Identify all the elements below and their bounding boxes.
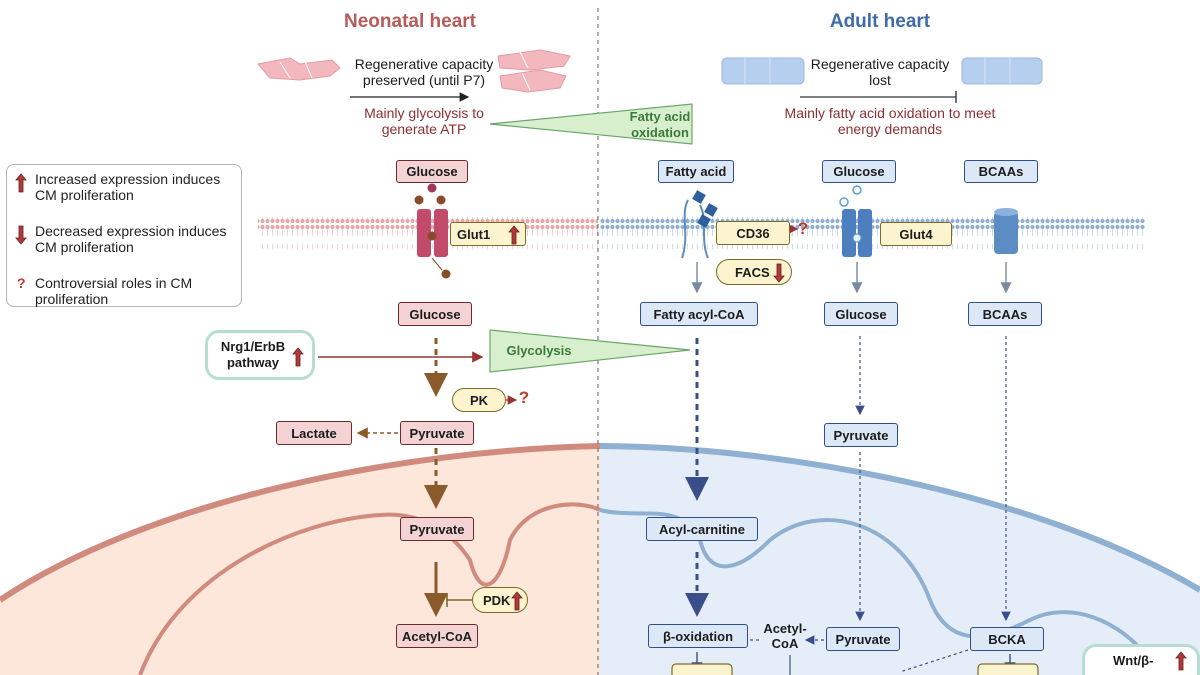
cd36-node: CD36 (716, 221, 790, 245)
glycolysis-label: Glycolysis (506, 343, 572, 358)
question-mark-icon: ? (17, 275, 26, 291)
legend-box: Increased expression induces CM prolifer… (6, 164, 242, 307)
up-arrow-icon (1175, 651, 1187, 671)
adult-capacity-text: Regenerative capacity lost (810, 56, 950, 88)
legend-increased-text: Increased expression induces CM prolifer… (35, 171, 221, 203)
lactate-node: Lactate (276, 421, 352, 445)
glut4-transporter (839, 185, 872, 257)
glucose-intracellular-right: Glucose (824, 302, 898, 326)
bcaa-transporter (994, 208, 1018, 254)
fatty-acid-node: Fatty acid (658, 160, 734, 183)
beta-oxidation-node: β-oxidation (648, 624, 748, 648)
glycolysis-wedge (489, 329, 691, 373)
bcaas-intracellular: BCAAs (968, 302, 1042, 326)
adult-cardiomyocyte-right (961, 57, 1043, 85)
neonatal-outer-membrane (0, 443, 601, 603)
cd36-question-mark: ? (797, 219, 809, 238)
glucose-extracellular-right: Glucose (822, 160, 896, 183)
legend-decreased-text: Decreased expression induces CM prolifer… (35, 223, 227, 255)
pdk-node: PDK (472, 587, 528, 613)
neonatal-cardiomyocytes-right (497, 49, 571, 93)
neonatal-capacity-text: Regenerative capacity preserved (until P… (354, 56, 494, 88)
up-arrow-icon (292, 347, 304, 367)
up-arrow-icon (15, 173, 27, 193)
glut1-transporter (414, 183, 451, 279)
glut4-node: Glut4 (880, 222, 952, 246)
neonatal-metabolism-text: Mainly glycolysis to generate ATP (364, 105, 484, 137)
adult-metabolism-text: Mainly fatty acid oxidation to meet ener… (784, 105, 996, 137)
neonatal-mitochondrion-fill (0, 446, 600, 675)
wnt-text: Wnt/β- (1113, 653, 1154, 668)
pyruvate-cytosol-right: Pyruvate (824, 423, 898, 447)
pdk-text: PDK (483, 592, 511, 608)
adult-heart-title: Adult heart (829, 11, 931, 32)
up-arrow-icon (511, 591, 523, 611)
nrg1-text: Nrg1/ErbB pathway (220, 339, 286, 370)
facs-text: FACS (735, 264, 770, 280)
glut1-label: Glut1 (450, 222, 526, 246)
acyl-carnitine-node: Acyl-carnitine (646, 517, 758, 541)
fatty-acyl-coa-node: Fatty acyl-CoA (640, 302, 758, 326)
pyruvate-mito-left: Pyruvate (400, 517, 474, 541)
adult-mitochondrion-fill (600, 446, 1200, 675)
neonatal-inner-membrane (138, 502, 601, 675)
bottom-partial-node-right (977, 663, 1039, 675)
facs-node: FACS (716, 259, 792, 285)
up-arrow-icon (508, 225, 520, 245)
glucose-extracellular-left: Glucose (396, 160, 468, 183)
bcaas-extracellular: BCAAs (964, 160, 1038, 183)
fatty-acid-oxidation-label: Fatty acid oxidation (629, 109, 691, 140)
wnt-beta-catenin-partial: Wnt/β- (1082, 644, 1200, 675)
pyruvate-mito-right: Pyruvate (826, 627, 900, 651)
acetyl-coa-left: Acetyl-CoA (396, 624, 478, 648)
down-arrow-icon (15, 225, 27, 245)
adult-cardiomyocyte-left (721, 57, 805, 85)
acetyl-coa-right: Acetyl-CoA (763, 621, 807, 651)
nrg1-erbb-pathway: Nrg1/ErbB pathway (205, 330, 315, 380)
pyruvate-cytosol-left: Pyruvate (400, 421, 474, 445)
adult-outer-membrane (599, 443, 1200, 593)
glut1-text: Glut1 (457, 226, 491, 242)
pk-node: PK (452, 388, 506, 412)
bottom-partial-node-left (671, 663, 733, 675)
neonatal-heart-title: Neonatal heart (344, 11, 476, 32)
bcka-node: BCKA (970, 627, 1044, 651)
pk-question-mark: ? (518, 388, 530, 407)
cd36-receptor (681, 190, 718, 259)
adult-cell-membrane (600, 217, 1145, 249)
neonatal-cardiomyocytes-left (257, 57, 341, 81)
glucose-intracellular-left: Glucose (398, 302, 472, 326)
down-arrow-icon (773, 263, 785, 283)
legend-controversial-text: Controversial roles in CM proliferation (35, 275, 193, 307)
fatty-acid-oxidation-wedge (489, 103, 693, 145)
